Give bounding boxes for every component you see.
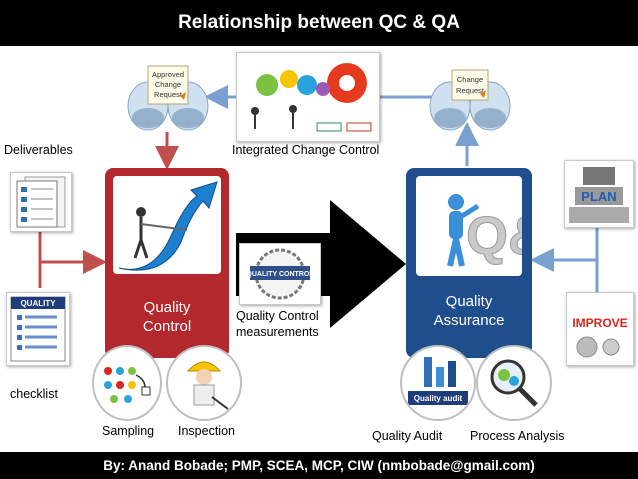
qa-title-line2: Assurance — [433, 312, 505, 329]
plan-blocks-icon: PLAN — [569, 167, 629, 223]
jar-icon: Change Request — [429, 69, 511, 131]
qc-title-line2: Control — [142, 318, 192, 335]
document-icon — [16, 176, 66, 228]
deliverables-image — [10, 172, 72, 232]
inspection-icon — [186, 361, 229, 410]
gears-icon — [251, 63, 372, 132]
change-text-1: Change — [457, 75, 483, 84]
qa-figure-icon: Q&A — [447, 194, 522, 267]
improve-gears-icon: IMPROVE — [572, 316, 628, 358]
quality-assurance-box: Q&A Quality Assurance — [406, 168, 532, 358]
author-credit: By: Anand Bobade; PMP, SCEA, MCP, CIW (n… — [103, 458, 535, 473]
jar-icon: Approved Change Request — [127, 65, 209, 131]
process-analysis-label: Process Analysis — [470, 429, 565, 443]
integrated-change-control-label: Integrated Change Control — [232, 143, 380, 157]
inspection-label: Inspection — [178, 424, 235, 438]
quality-audit-badge-text: Quality audit — [414, 394, 463, 403]
change-text-2: Request — [456, 86, 485, 95]
qa-letters: Q&A — [466, 206, 522, 266]
quality-audit-label: Quality Audit — [372, 429, 443, 443]
qc-growth-image — [113, 176, 221, 274]
footer-bar: By: Anand Bobade; PMP, SCEA, MCP, CIW (n… — [0, 452, 638, 479]
quality-control-badge-image: QUALITY CONTROL — [239, 243, 321, 305]
approved-text-2: Change — [155, 80, 181, 89]
qc-measurements-label: Quality Control measurements — [236, 308, 319, 340]
quality-control-badge-text: QUALITY CONTROL — [246, 271, 314, 278]
badge-icon: QUALITY CONTROL — [246, 248, 314, 300]
improve-image: IMPROVE — [566, 292, 634, 366]
change-request-image: Change Request — [428, 62, 512, 134]
process-analysis-image — [476, 345, 552, 421]
audit-icon: Quality audit — [408, 357, 468, 405]
qa-image: Q&A — [416, 176, 522, 276]
integrated-change-control-image — [236, 52, 380, 142]
approved-text-3: Request — [154, 90, 183, 99]
quality-sheet-text: QUALITY — [20, 299, 56, 308]
checklist-image: QUALITY — [6, 292, 70, 366]
sampling-icon — [104, 367, 151, 403]
title-bar: Relationship between QC & QA — [0, 0, 638, 46]
quality-checklist-icon: QUALITY — [10, 296, 66, 362]
magnifier-gears-icon — [490, 359, 538, 407]
deliverables-label: Deliverables — [4, 143, 73, 157]
approved-text-1: Approved — [152, 70, 184, 79]
plan-image: PLAN — [564, 160, 634, 228]
growth-arrow-icon — [118, 181, 218, 271]
inspection-image — [166, 345, 242, 421]
sampling-label: Sampling — [102, 424, 155, 438]
qc-measurements-line2: measurements — [236, 325, 319, 339]
improve-text: IMPROVE — [572, 316, 627, 330]
approved-change-request-image: Approved Change Request — [126, 62, 210, 134]
qc-measurements-line1: Quality Control — [236, 309, 319, 323]
plan-text: PLAN — [581, 189, 616, 204]
page-title: Relationship between QC & QA — [178, 12, 460, 33]
checklist-label: checklist — [10, 387, 58, 401]
quality-audit-image: Quality audit — [400, 345, 476, 421]
qc-box-title: Quality Control — [105, 298, 229, 336]
quality-control-box: Quality Control — [105, 168, 229, 358]
qc-title-line1: Quality — [143, 299, 191, 316]
sampling-image — [92, 345, 162, 421]
qa-box-title: Quality Assurance — [406, 292, 532, 330]
qa-title-line1: Quality — [445, 293, 493, 310]
